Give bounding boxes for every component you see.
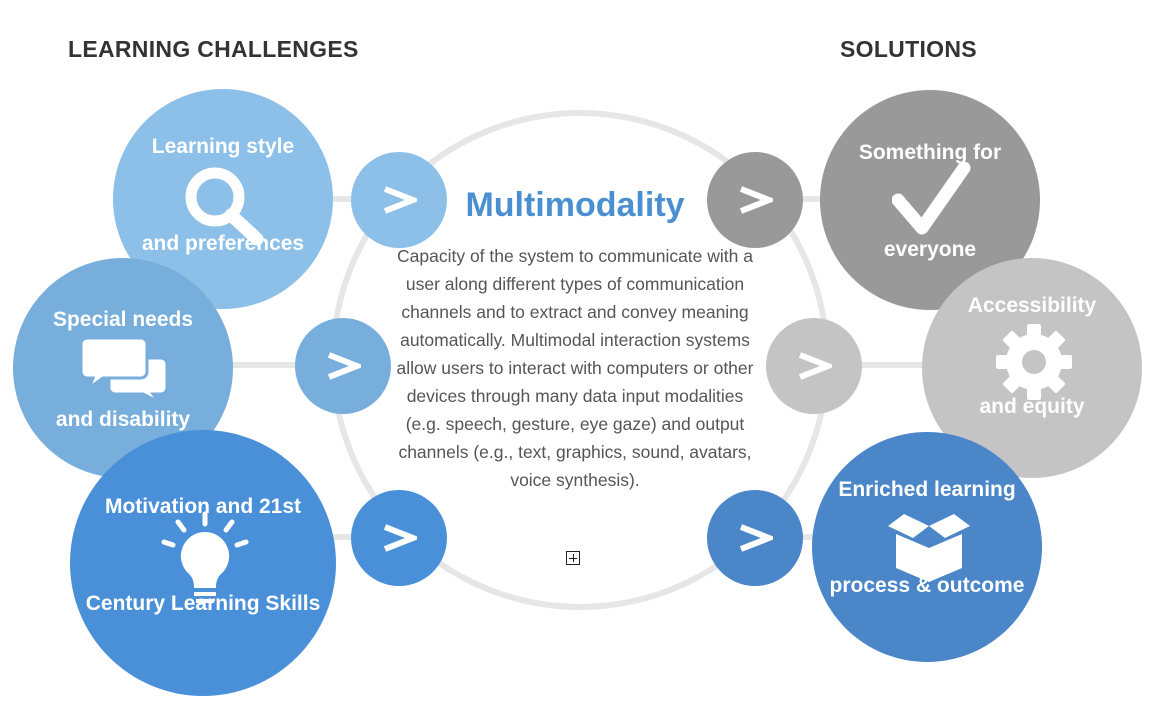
challenges-heading: LEARNING CHALLENGES <box>68 36 359 62</box>
arrow-challenge-1 <box>351 152 447 248</box>
speech-bubbles-icon <box>79 336 169 402</box>
center-title: Multimodality <box>465 186 685 224</box>
arrow-challenge-3 <box>351 490 447 586</box>
challenge-special-needs: Special needs and disability <box>13 258 233 478</box>
solution-label-top: Something for <box>858 141 1002 164</box>
solution-enriched-learning: Enriched learning process & outcome <box>812 432 1042 662</box>
challenge-label-top: Learning style <box>151 135 295 158</box>
connector-line <box>230 362 310 368</box>
open-box-icon <box>888 514 970 582</box>
solution-label-top: Accessibility <box>967 294 1097 317</box>
chevron-right-icon <box>383 524 417 552</box>
arrow-solution-3 <box>707 490 803 586</box>
challenge-label-top: Motivation and 21st <box>104 495 302 518</box>
challenge-label-top: Special needs <box>52 308 194 331</box>
chevron-right-icon <box>383 186 417 214</box>
magnifier-icon <box>185 167 264 246</box>
chevron-right-icon <box>739 186 773 214</box>
chevron-right-icon <box>798 352 832 380</box>
challenge-motivation: Motivation and 21st Century Learning Ski… <box>70 430 336 696</box>
arrow-challenge-2 <box>295 318 391 414</box>
challenge-label-bottom: Century Learning Skills <box>85 592 321 615</box>
solutions-heading: SOLUTIONS <box>840 36 977 62</box>
challenge-label-bottom: and disability <box>55 408 191 431</box>
connector-line <box>320 534 370 540</box>
solution-label-bottom: process & outcome <box>829 574 1025 597</box>
solution-label-top: Enriched learning <box>838 478 1016 501</box>
solution-label-bottom: and equity <box>979 395 1085 418</box>
solution-something-for-everyone: Something for everyone <box>820 90 1040 310</box>
challenge-label-bottom: and preferences <box>141 232 305 255</box>
solution-label-bottom: everyone <box>883 238 977 261</box>
connector-line <box>850 362 930 368</box>
lightbulb-icon <box>161 511 249 603</box>
gear-icon <box>996 324 1072 400</box>
plus-box-icon <box>566 551 580 565</box>
chevron-right-icon <box>739 524 773 552</box>
center-description: Capacity of the system to communicate wi… <box>396 246 754 490</box>
arrow-solution-1 <box>707 152 803 248</box>
checkmark-icon <box>892 162 971 235</box>
arrow-solution-2 <box>766 318 862 414</box>
chevron-right-icon <box>327 352 361 380</box>
